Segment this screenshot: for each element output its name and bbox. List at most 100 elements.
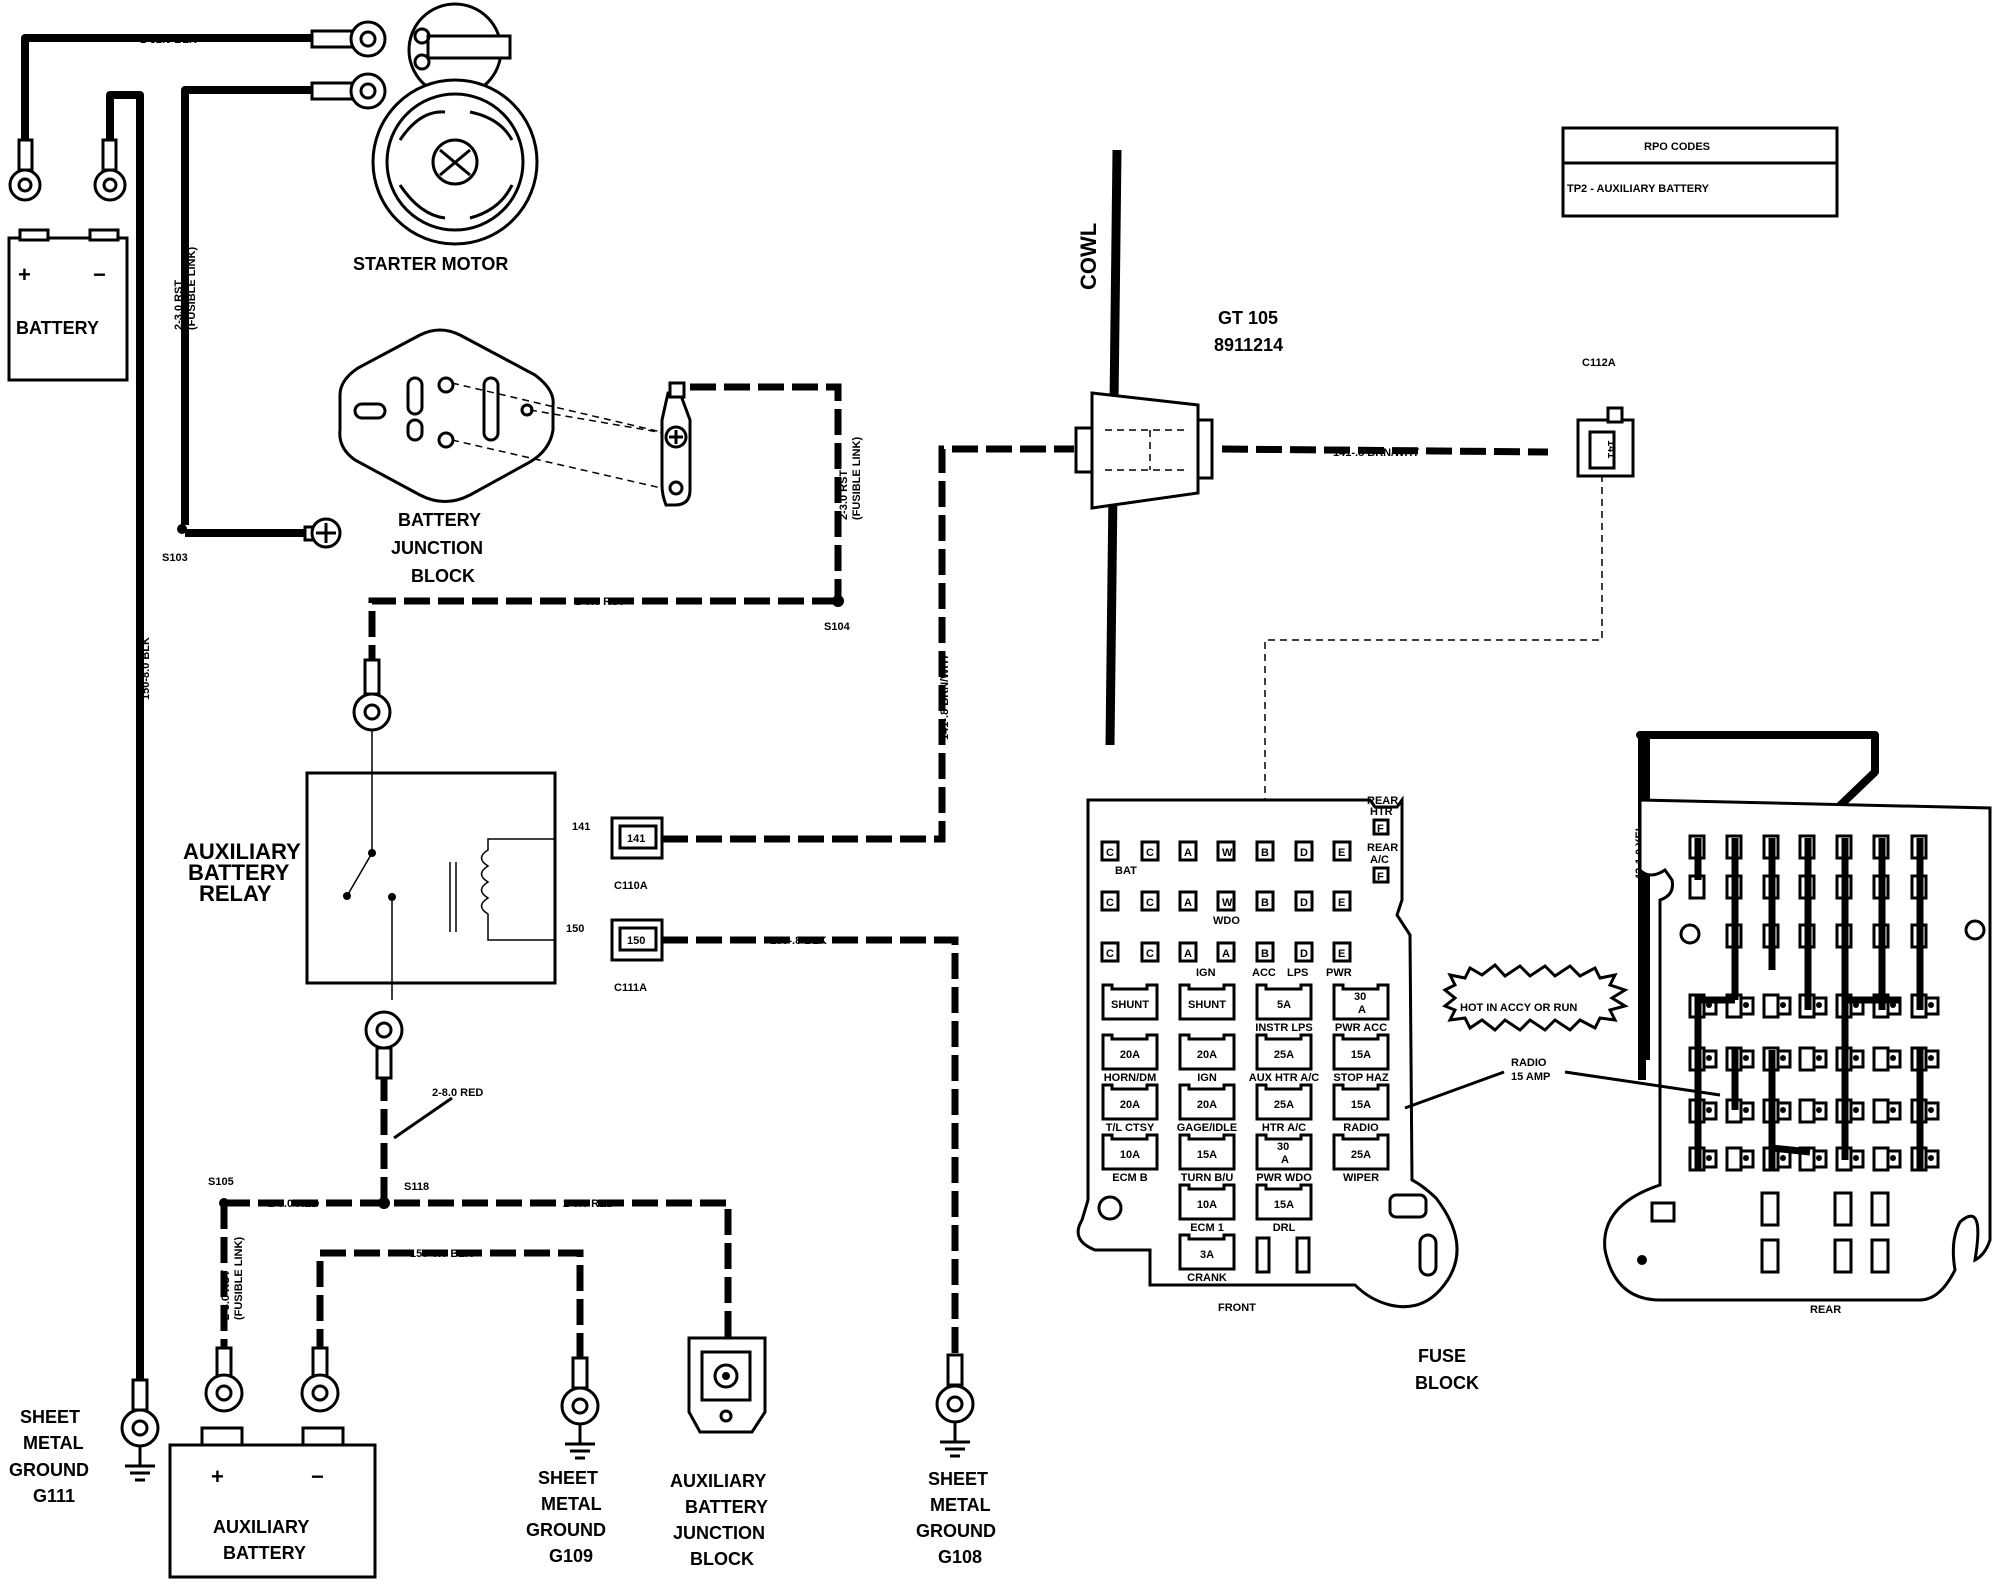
rear-fuse-slot xyxy=(1872,1098,1902,1124)
svg-text:RPO CODES: RPO CODES xyxy=(1644,141,1710,153)
fuse-letter-cell: B xyxy=(1255,840,1275,862)
aux-battery-ring-pos xyxy=(204,1346,244,1413)
svg-text:A: A xyxy=(1184,847,1192,859)
svg-text:2-8.0 RED: 2-8.0 RED xyxy=(268,1198,319,1210)
splice-s104: S104 xyxy=(824,595,851,633)
svg-text:ECM B: ECM B xyxy=(1112,1172,1148,1184)
svg-text:ECM 1: ECM 1 xyxy=(1190,1222,1224,1234)
rear-fuse-grid xyxy=(1688,834,1940,1274)
svg-text:BATTERY: BATTERY xyxy=(188,860,290,885)
wire-150-8-blk-bottom: 150-8.0 BLK xyxy=(316,1248,584,1362)
svg-text:−: − xyxy=(311,1464,324,1489)
svg-text:G108: G108 xyxy=(938,1547,982,1567)
svg-text:E: E xyxy=(1338,847,1345,859)
rear-fuse-slot xyxy=(1872,1046,1902,1072)
relay-top-ring-terminal xyxy=(352,658,392,732)
svg-text:G109: G109 xyxy=(549,1546,593,1566)
splice-s103: S103 xyxy=(162,524,188,564)
svg-text:25A: 25A xyxy=(1351,1149,1371,1161)
wire-2-8-rst: 2-8.0 RST xyxy=(368,596,838,662)
rear-fuse-slot xyxy=(1798,1098,1828,1124)
rpo-codes-box: RPO CODES TP2 - AUXILIARY BATTERY xyxy=(1561,126,1839,218)
fuse: 25A WIPER xyxy=(1332,1133,1390,1184)
svg-text:A/C: A/C xyxy=(1370,854,1389,866)
fuse-letter-cell: B xyxy=(1255,941,1275,963)
svg-text:+: + xyxy=(211,1464,224,1489)
svg-text:C: C xyxy=(1106,897,1114,909)
svg-text:2-3.0 RST: 2-3.0 RST xyxy=(173,280,185,330)
svg-text:2-8.0 RED: 2-8.0 RED xyxy=(213,528,264,540)
svg-text:IGN: IGN xyxy=(1196,967,1216,979)
svg-text:A: A xyxy=(1358,1004,1366,1016)
svg-text:15 AMP: 15 AMP xyxy=(1511,1071,1550,1083)
fuse-block-rear: REAR xyxy=(1603,798,1992,1316)
wire-c112a-to-fuse-block xyxy=(1264,475,1603,843)
svg-text:F: F xyxy=(1377,823,1384,835)
svg-text:INSTR LPS: INSTR LPS xyxy=(1255,1022,1312,1034)
svg-text:C: C xyxy=(1146,897,1154,909)
fuse-letter-cell: W xyxy=(1216,890,1236,912)
svg-text:BATTERY: BATTERY xyxy=(16,318,99,338)
rear-fuse-slot xyxy=(1872,1146,1902,1172)
svg-text:TP2 - AUXILIARY BATTERY: TP2 - AUXILIARY BATTERY xyxy=(1567,183,1710,195)
svg-text:20A: 20A xyxy=(1120,1099,1140,1111)
fuse-letter-cell: E xyxy=(1332,840,1352,862)
rear-relay-slot xyxy=(1870,1238,1890,1274)
sheet-metal-ground-g108: SHEET METAL GROUND G108 xyxy=(916,1353,996,1567)
svg-text:SHUNT: SHUNT xyxy=(1188,999,1226,1011)
svg-text:2-8.0 RST: 2-8.0 RST xyxy=(575,596,625,608)
svg-text:S103: S103 xyxy=(162,552,188,564)
svg-text:CRANK: CRANK xyxy=(1187,1272,1227,1284)
svg-text:FUSE: FUSE xyxy=(1418,1346,1466,1366)
wire-1-32-blk: 1-32.0 BLK xyxy=(21,34,315,145)
wire-150-8-blk-relay: 150-.8 BLK xyxy=(662,935,959,1358)
svg-text:A: A xyxy=(1222,948,1230,960)
fuse-letter-cell: C xyxy=(1140,890,1160,912)
svg-text:RELAY: RELAY xyxy=(199,881,272,906)
svg-text:8911214: 8911214 xyxy=(1214,335,1283,355)
svg-text:WIPER: WIPER xyxy=(1343,1172,1379,1184)
wire-2-8-red-bus: 2-8.0 RED 2-8.0 RED xyxy=(224,1198,732,1360)
svg-text:BAT: BAT xyxy=(1115,865,1137,877)
rear-fuse-slot xyxy=(1798,1146,1828,1172)
svg-text:AUX HTR A/C: AUX HTR A/C xyxy=(1249,1072,1320,1084)
wire-150-8-blk-ground: 150-8.0 BLK xyxy=(106,91,152,1385)
fuse-letter-cell: A xyxy=(1178,890,1198,912)
svg-text:BLOCK: BLOCK xyxy=(1415,1373,1479,1393)
svg-text:SHEET: SHEET xyxy=(20,1407,80,1427)
battery-junction-red-ring xyxy=(303,517,342,549)
starter-ring-terminal-1 xyxy=(310,20,387,58)
svg-text:15A: 15A xyxy=(1351,1099,1371,1111)
svg-text:2-3.0 RST: 2-3.0 RST xyxy=(220,1270,232,1320)
radio-15-amp-callout: RADIO 15 AMP xyxy=(1404,1057,1721,1110)
svg-text:METAL: METAL xyxy=(541,1494,602,1514)
fuse-letter-cell: W xyxy=(1216,840,1236,862)
fuse-letter-cell: C xyxy=(1100,941,1120,963)
svg-text:15A: 15A xyxy=(1274,1199,1294,1211)
fuse-letter-cell: C xyxy=(1100,890,1120,912)
svg-text:141: 141 xyxy=(572,821,590,833)
fuse: SHUNT xyxy=(1101,983,1159,1021)
fusible-link-connector-right xyxy=(660,381,692,507)
splice-s118: S118 xyxy=(378,1181,429,1209)
fuse-letter-cell: D xyxy=(1294,840,1314,862)
hot-in-accy-or-run-note: HOT IN ACCY OR RUN xyxy=(1442,962,1629,1032)
svg-text:REAR: REAR xyxy=(1810,1304,1841,1316)
svg-text:141-.8 BRN/WHT: 141-.8 BRN/WHT xyxy=(1333,447,1419,459)
svg-text:GT 105: GT 105 xyxy=(1218,308,1278,328)
auxiliary-battery: + − AUXILIARY BATTERY xyxy=(168,1346,377,1579)
fuse-letter-cell: C xyxy=(1100,840,1120,862)
svg-text:GAGE/IDLE: GAGE/IDLE xyxy=(1177,1122,1238,1134)
sheet-metal-ground-g111: SHEET METAL GROUND G111 xyxy=(9,1378,160,1506)
rear-relay-slot xyxy=(1870,1191,1890,1227)
svg-text:LPS: LPS xyxy=(1287,967,1308,979)
svg-text:(FUSIBLE LINK): (FUSIBLE LINK) xyxy=(186,247,198,330)
fuse-spare-1 xyxy=(1255,1236,1271,1274)
